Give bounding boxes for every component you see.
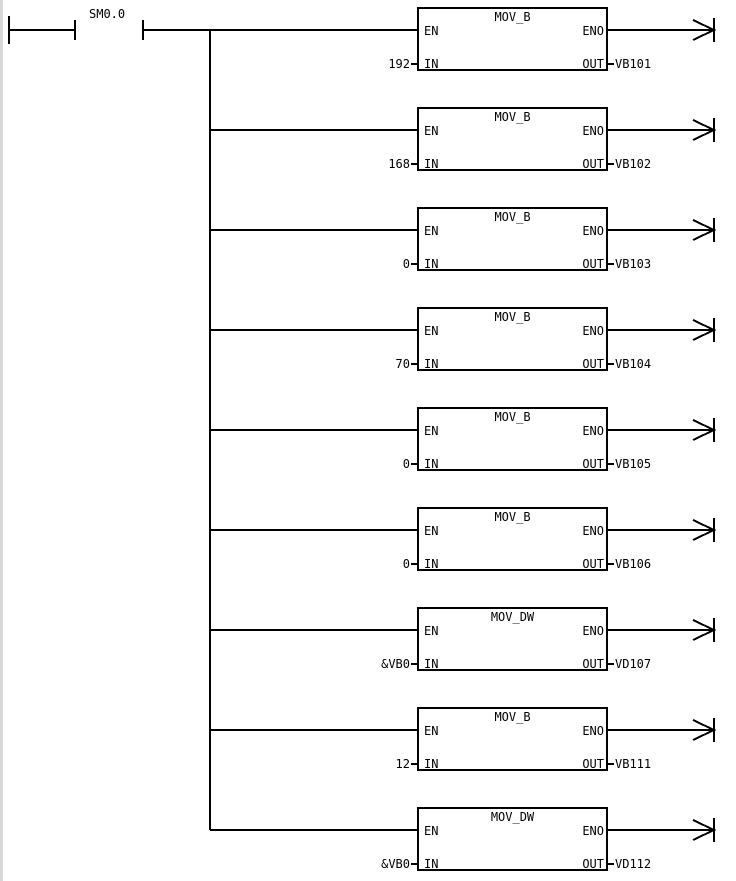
mov-block-3[interactable]: MOV_B EN ENO IN OUT 0 VB103: [210, 207, 717, 271]
out-pin-label: OUT: [582, 557, 604, 571]
out-operand: VD112: [615, 857, 651, 871]
function-box[interactable]: [417, 607, 608, 671]
in-operand: &VB0: [381, 857, 410, 871]
in-pin-label: IN: [424, 157, 438, 171]
mov-block-6[interactable]: MOV_B EN ENO IN OUT 0 VB106: [210, 507, 717, 571]
en-pin-label: EN: [424, 724, 438, 738]
en-pin-label: EN: [424, 524, 438, 538]
eno-pin-label: ENO: [582, 424, 604, 438]
eno-pin-label: ENO: [582, 124, 604, 138]
in-pin-label: IN: [424, 457, 438, 471]
out-pin-label: OUT: [582, 157, 604, 171]
out-pin-label: OUT: [582, 757, 604, 771]
en-pin-label: EN: [424, 124, 438, 138]
function-box[interactable]: [417, 807, 608, 871]
mov-block-9[interactable]: MOV_DW EN ENO IN OUT&VB0 VD112: [210, 807, 717, 871]
in-pin-label: IN: [424, 857, 438, 871]
block-title: MOV_B: [494, 710, 530, 724]
in-pin-label: IN: [424, 657, 438, 671]
in-operand: 0: [403, 557, 410, 571]
out-operand: VB103: [615, 257, 651, 271]
eno-pin-label: ENO: [582, 624, 604, 638]
mov-block-5[interactable]: MOV_B EN ENO IN OUT 0 VB105: [210, 407, 717, 471]
eno-pin-label: ENO: [582, 324, 604, 338]
function-box[interactable]: [417, 307, 608, 371]
in-pin-label: IN: [424, 557, 438, 571]
out-operand: VB111: [615, 757, 651, 771]
mov-block-2[interactable]: MOV_B EN ENO IN OUT 168 VB102: [210, 107, 717, 171]
out-operand: VB105: [615, 457, 651, 471]
out-operand: VB102: [615, 157, 651, 171]
en-pin-label: EN: [424, 824, 438, 838]
in-pin-label: IN: [424, 57, 438, 71]
function-box[interactable]: [417, 7, 608, 71]
block-title: MOV_B: [494, 10, 530, 24]
in-operand: 70: [396, 357, 410, 371]
out-pin-label: OUT: [582, 657, 604, 671]
in-operand: 192: [388, 57, 410, 71]
out-operand: VB104: [615, 357, 651, 371]
mov-block-4[interactable]: MOV_B EN ENO IN OUT 70 VB104: [210, 307, 717, 371]
eno-pin-label: ENO: [582, 824, 604, 838]
in-pin-label: IN: [424, 757, 438, 771]
in-operand: 0: [403, 457, 410, 471]
out-pin-label: OUT: [582, 57, 604, 71]
in-operand: &VB0: [381, 657, 410, 671]
out-pin-label: OUT: [582, 257, 604, 271]
in-operand: 12: [396, 757, 410, 771]
block-title: MOV_B: [494, 410, 530, 424]
contact-label: SM0.0: [89, 7, 125, 21]
out-operand: VB106: [615, 557, 651, 571]
mov-block-8[interactable]: MOV_B EN ENO IN OUT 12 VB111: [210, 707, 717, 771]
in-operand: 168: [388, 157, 410, 171]
block-title: MOV_B: [494, 110, 530, 124]
eno-pin-label: ENO: [582, 24, 604, 38]
block-title: MOV_DW: [491, 610, 535, 624]
en-pin-label: EN: [424, 324, 438, 338]
en-pin-label: EN: [424, 224, 438, 238]
function-box[interactable]: [417, 407, 608, 471]
mov-block-1[interactable]: MOV_B EN ENO IN OUT 192 VB101: [210, 7, 717, 71]
out-pin-label: OUT: [582, 457, 604, 471]
mov-block-7[interactable]: MOV_DW EN ENO IN OUT&VB0 VD107: [210, 607, 717, 671]
en-pin-label: EN: [424, 624, 438, 638]
function-box[interactable]: [417, 207, 608, 271]
in-operand: 0: [403, 257, 410, 271]
eno-pin-label: ENO: [582, 224, 604, 238]
power-rail-edge: [0, 0, 3, 881]
block-title: MOV_B: [494, 310, 530, 324]
in-pin-label: IN: [424, 357, 438, 371]
en-pin-label: EN: [424, 24, 438, 38]
function-box[interactable]: [417, 707, 608, 771]
out-operand: VD107: [615, 657, 651, 671]
block-title: MOV_DW: [491, 810, 535, 824]
out-operand: VB101: [615, 57, 651, 71]
out-pin-label: OUT: [582, 357, 604, 371]
eno-pin-label: ENO: [582, 524, 604, 538]
function-box[interactable]: [417, 507, 608, 571]
out-pin-label: OUT: [582, 857, 604, 871]
in-pin-label: IN: [424, 257, 438, 271]
function-box[interactable]: [417, 107, 608, 171]
en-pin-label: EN: [424, 424, 438, 438]
eno-pin-label: ENO: [582, 724, 604, 738]
block-title: MOV_B: [494, 210, 530, 224]
block-title: MOV_B: [494, 510, 530, 524]
